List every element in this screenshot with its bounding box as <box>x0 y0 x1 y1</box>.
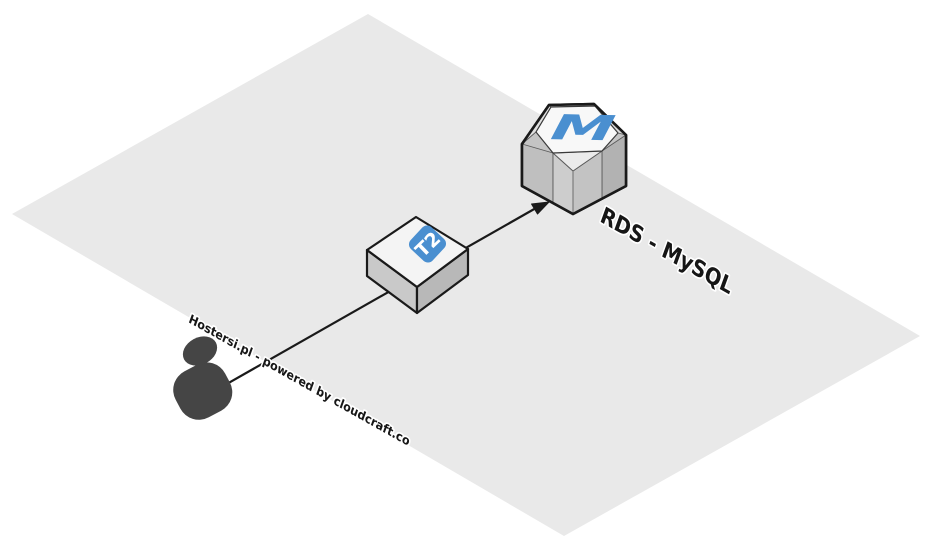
ec2-badge: T2 <box>408 225 447 263</box>
user-body <box>173 362 233 420</box>
rds-node: M <box>520 102 628 216</box>
rds-outline <box>520 102 628 216</box>
connection-line <box>224 207 537 386</box>
rds-top-face <box>535 105 619 154</box>
user-head <box>182 336 218 366</box>
arrowhead-icon <box>531 201 550 215</box>
instance-type-badge <box>408 225 447 263</box>
ec2-node: T2 <box>365 215 470 315</box>
connection-arrow <box>224 201 550 386</box>
user-icon <box>173 336 233 420</box>
